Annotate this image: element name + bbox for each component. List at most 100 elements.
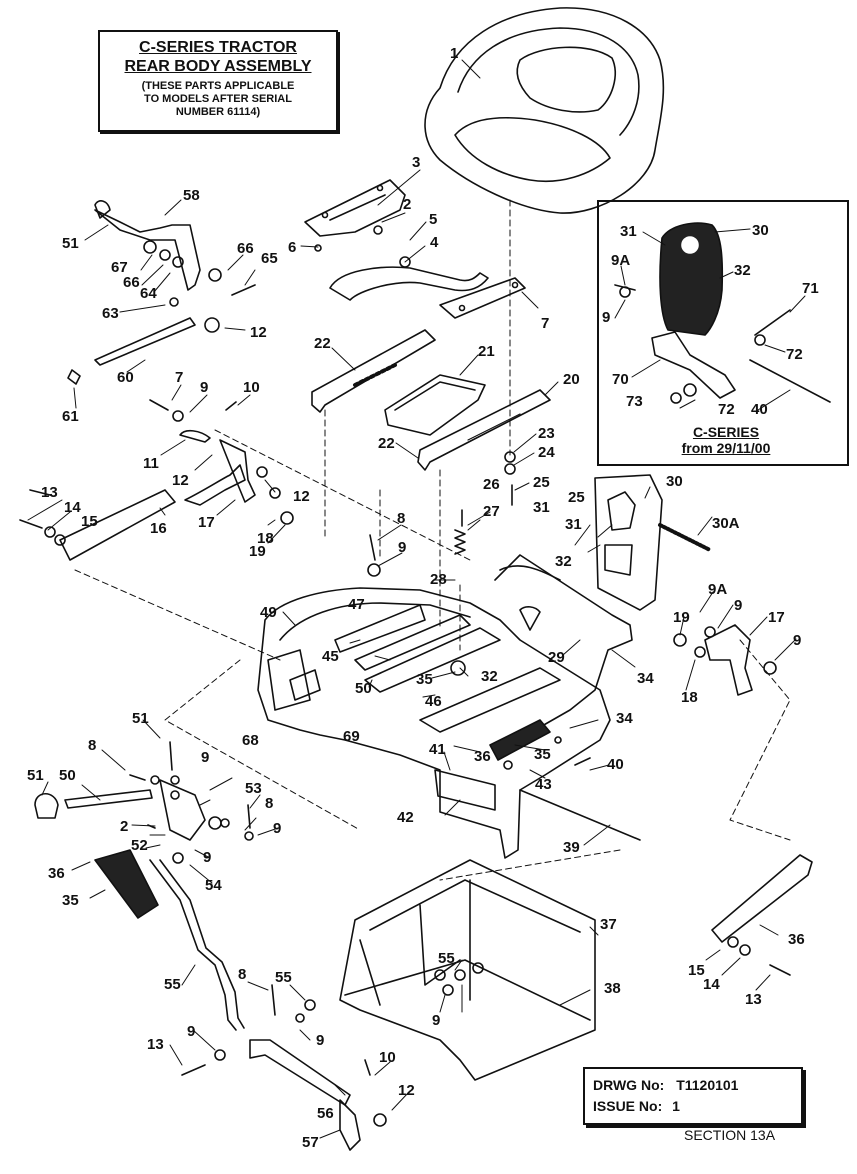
callout-41: 40 [607,756,624,773]
callout-68: 68 [242,732,259,749]
callout-10b: 10 [379,1049,396,1066]
callout-4: 6 [288,239,296,256]
tray [384,374,486,436]
callout-1: 1 [450,45,458,62]
callout-9a-inset: 9A [611,252,630,269]
callout-52: 51 [132,710,149,727]
callout-12c: 12 [293,488,310,505]
callout-31b: 31 [565,516,582,533]
callout-42: 41 [429,741,446,758]
lever-50 [64,789,153,809]
callout-43: 42 [397,809,414,826]
title-line-1: C-SERIES TRACTOR [139,39,297,56]
spring-30a [658,523,712,552]
drawing-info-box: DRWG No: T1120101 ISSUE No: 1 [583,1067,803,1125]
callout-32: 32 [555,553,572,570]
callout-11: 11 [143,455,159,472]
callout-72b: 72 [718,401,735,418]
callout-51: 51 [62,235,79,252]
callout-32b: 32 [734,262,751,279]
fasteners [19,225,791,1127]
callout-12d: 12 [398,1082,415,1099]
callout-64: 64 [140,285,157,302]
callout-17b: 17 [768,609,785,626]
callout-8c: 8 [88,737,96,754]
slide-rail-right [417,389,551,471]
callout-9j: 9 [432,1012,440,1029]
callout-57: 56 [317,1105,334,1122]
callout-6: 5 [429,211,437,228]
callout-29: 29 [548,649,565,666]
callout-48: 49 [260,604,277,621]
callout-72: 72 [786,346,803,363]
callout-20: 20 [563,371,580,388]
inset-caption-date: from 29/11/00 [681,440,771,456]
callout-9a: 9A [708,581,727,598]
title-box: C-SERIES TRACTOR REAR BODY ASSEMBLY (THE… [98,30,338,132]
callout-16: 16 [150,520,167,537]
callout-58: 57 [302,1134,319,1151]
callout-30b: 30 [752,222,769,239]
callout-46: 46 [425,693,442,710]
callout-25b: 25 [568,489,585,506]
grip-35 [94,719,551,919]
callout-35b: 35 [534,746,551,763]
body-shell [257,587,611,859]
callout-25: 25 [533,474,550,491]
callout-8: 7 [175,369,183,386]
rod-40 [519,789,641,841]
callout-8d: 8 [265,795,273,812]
callout-40b: 40 [751,401,768,418]
callout-50: 50 [59,767,76,784]
callout-65: 65 [261,250,278,267]
callout-35c: 35 [62,892,79,909]
callout-66b: 66 [123,274,140,291]
inset-caption: C-SERIES from 29/11/00 [661,424,791,456]
callout-10: 10 [243,379,260,396]
frame-38-39 [339,859,596,1081]
callout-22b: 22 [378,435,395,452]
callout-17: 17 [198,514,215,531]
callout-19b: 19 [673,609,690,626]
callout-56: 55 [164,976,181,993]
issue-label: ISSUE No: [593,1098,663,1114]
drwg-label: DRWG No: [593,1077,665,1093]
callout-70: 70 [612,371,629,388]
callout-9i: 9 [316,1032,324,1049]
callout-26: 26 [483,476,500,493]
callout-44: 43 [535,776,552,793]
spring-27 [454,529,466,555]
callout-13c: 13 [745,991,762,1008]
callout-37: 36 [788,931,805,948]
callout-18b: 18 [681,689,698,706]
slide-bar [439,277,526,319]
callout-9c: 9 [734,597,742,614]
seat-drawing [424,7,665,214]
callout-40: 39 [563,839,580,856]
slide-rail-left [311,329,436,413]
link-16 [59,489,176,561]
callout-12: 12 [250,324,267,341]
callout-61: 61 [62,408,79,425]
callout-2: 2 [403,196,411,213]
callout-8e: 8 [238,966,246,983]
callout-19: 19 [249,543,266,560]
seat-rail [329,266,489,301]
callout-54: 53 [245,780,262,797]
callout-31: 31 [533,499,550,516]
callout-9d: 9 [793,632,801,649]
callout-9-inset: 9 [602,309,610,326]
callout-14: 14 [64,499,81,516]
drwg-value: T1120101 [676,1077,739,1093]
inset-frame [597,200,849,466]
lever-59 [29,200,201,496]
callout-labels: 1 3 2 5 4 6 7 22 21 20 22 23 24 25 26 31… [27,45,819,1151]
callout-8b: 8 [397,510,405,527]
callout-55c: 55 [438,950,455,967]
callout-36b: 36 [48,865,65,882]
section-label: SECTION 13A [684,1127,776,1143]
pedal-56 [149,859,361,1151]
callout-39: 38 [604,980,621,997]
callout-60: 60 [117,369,134,386]
